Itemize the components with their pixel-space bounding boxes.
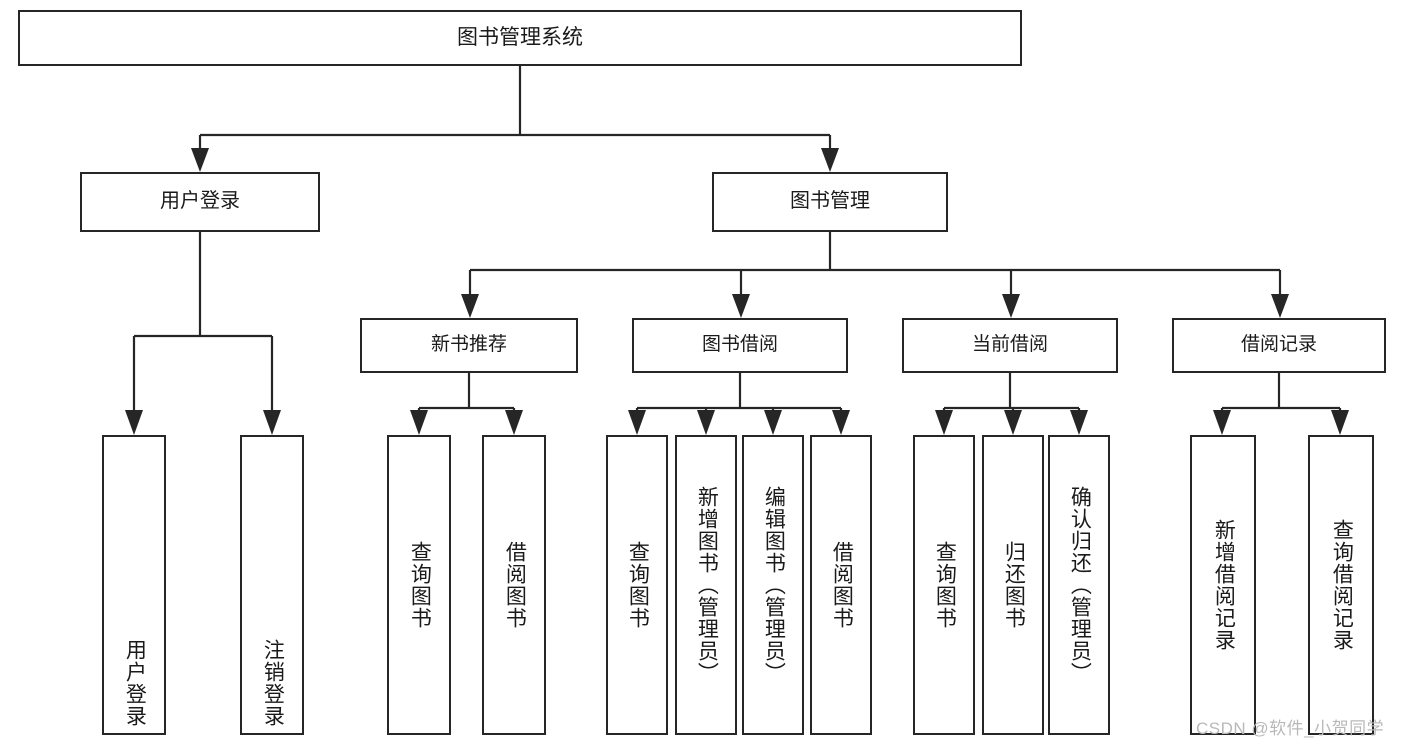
arrow-leaf-user-login — [125, 410, 143, 435]
node-user-login[interactable]: 用户登录 — [80, 172, 320, 232]
leaf-borrow-book[interactable]: 借阅图书 — [810, 435, 872, 735]
arrow-user-login — [191, 148, 209, 172]
node-borrowing-record[interactable]: 借阅记录 — [1172, 318, 1386, 373]
node-book-borrowing[interactable]: 图书借阅 — [632, 318, 848, 373]
leaf-confirm-return-admin[interactable]: 确认归还（管理员） — [1048, 435, 1110, 735]
arrow-leaf-confirm-return — [1070, 410, 1088, 435]
node-new-book-recommendation[interactable]: 新书推荐 — [360, 318, 578, 373]
arrow-leaf-query-record — [1331, 410, 1349, 435]
arrow-leaf-edit-book — [764, 410, 782, 435]
arrow-leaf-query-book-current — [935, 410, 953, 435]
watermark-text: CSDN @软件_小贺同学 — [1196, 719, 1385, 738]
leaf-user-logout[interactable]: 注销登录 — [240, 435, 304, 735]
arrow-book-borrow — [732, 294, 750, 318]
arrow-leaf-return-book — [1004, 410, 1022, 435]
leaf-user-login[interactable]: 用户登录 — [102, 435, 166, 735]
leaf-query-book-borrowing[interactable]: 查询图书 — [606, 435, 668, 735]
leaf-borrow-book-recommendation[interactable]: 借阅图书 — [482, 435, 546, 735]
leaf-query-borrow-record[interactable]: 查询借阅记录 — [1308, 435, 1374, 735]
leaf-query-book-recommendation[interactable]: 查询图书 — [387, 435, 451, 735]
leaf-add-book-admin[interactable]: 新增图书（管理员） — [675, 435, 737, 735]
leaf-return-book[interactable]: 归还图书 — [982, 435, 1044, 735]
node-current-borrowing[interactable]: 当前借阅 — [902, 318, 1118, 373]
arrow-new-book-rec — [461, 294, 479, 318]
arrow-leaf-add-record — [1213, 410, 1231, 435]
arrow-leaf-query-book-borrow — [628, 410, 646, 435]
arrow-leaf-borrow-book — [832, 410, 850, 435]
arrow-leaf-query-book-rec — [410, 410, 428, 435]
node-root[interactable]: 图书管理系统 — [18, 10, 1022, 66]
arrow-leaf-add-book — [697, 410, 715, 435]
arrow-leaf-borrow-book-rec — [505, 410, 523, 435]
arrow-leaf-user-logout — [263, 410, 281, 435]
leaf-query-book-current[interactable]: 查询图书 — [913, 435, 975, 735]
node-book-manage[interactable]: 图书管理 — [712, 172, 948, 232]
leaf-add-borrow-record[interactable]: 新增借阅记录 — [1190, 435, 1256, 735]
arrow-current-borrow — [1002, 294, 1020, 318]
arrow-borrow-record — [1271, 294, 1289, 318]
leaf-edit-book-admin[interactable]: 编辑图书（管理员） — [742, 435, 804, 735]
arrow-book-manage — [821, 148, 839, 172]
